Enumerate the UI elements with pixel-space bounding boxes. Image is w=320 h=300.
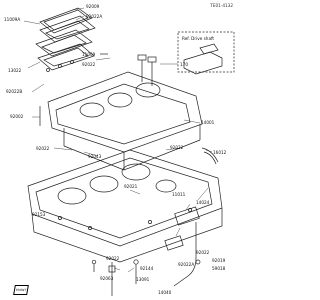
part-label-92022a-top: 92022A bbox=[86, 14, 103, 19]
reference-drive-shaft-label: Ref. Drive shaft bbox=[182, 36, 215, 41]
upper-crankcase bbox=[47, 54, 203, 171]
part-label-14040: 14040 bbox=[158, 290, 172, 295]
part-label-16012: 16012 bbox=[213, 150, 227, 155]
part-label-92043: 92043 bbox=[88, 154, 102, 159]
part-label-92019: 92019 bbox=[212, 258, 226, 263]
part-label-92022g: 92022 bbox=[196, 250, 210, 255]
part-label-92021: 92021 bbox=[124, 184, 138, 189]
front-direction-marker: FRONT bbox=[13, 285, 29, 295]
part-label-92009: 92009 bbox=[86, 4, 100, 9]
diagram-code: TE01-4132 bbox=[210, 3, 233, 8]
part-label-11009a: 11009A bbox=[4, 17, 21, 22]
part-label-92022c: 92022 bbox=[82, 62, 96, 67]
part-label-92022d: 92022 bbox=[170, 145, 184, 150]
cover-plate-assembly bbox=[35, 7, 96, 72]
seal-and-hose-parts bbox=[39, 53, 219, 296]
part-label-92002: 92002 bbox=[10, 114, 24, 119]
part-label-13022: 13022 bbox=[8, 68, 22, 73]
part-label-14024: 14024 bbox=[196, 200, 210, 205]
part-label-13091: 13091 bbox=[136, 277, 150, 282]
part-label-11009: 11009 bbox=[82, 52, 96, 57]
part-label-14001: 14001 bbox=[201, 120, 215, 125]
part-label-92063: 92063 bbox=[100, 276, 114, 281]
part-label-170: 170 bbox=[180, 62, 188, 67]
part-label-92153: 92153 bbox=[32, 212, 46, 217]
part-label-11011: 11011 bbox=[172, 192, 186, 197]
exploded-view-drawing bbox=[23, 7, 235, 296]
part-label-92144: 92144 bbox=[140, 266, 154, 271]
part-label-92022f: 92022 bbox=[106, 256, 120, 261]
parts-diagram: TE01-4132 Ref. Drive shaft bbox=[4, 3, 235, 296]
drive-shaft-reference bbox=[177, 31, 235, 75]
leader-lines bbox=[23, 7, 213, 273]
part-label-92022a-bottom: 92022A bbox=[178, 262, 195, 267]
part-label-92022e: 92022 bbox=[36, 146, 50, 151]
part-label-59018: 59018 bbox=[212, 266, 226, 271]
lower-crankcase bbox=[27, 149, 223, 263]
part-label-92022b: 92022B bbox=[6, 89, 23, 94]
